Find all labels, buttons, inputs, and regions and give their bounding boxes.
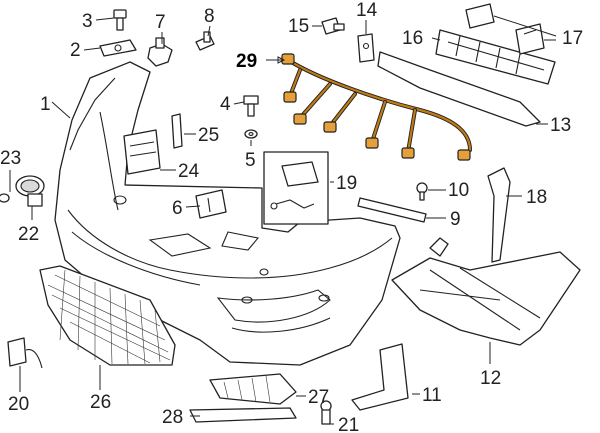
callout-24: 24 [178, 161, 200, 182]
callout-8: 8 [204, 6, 215, 27]
grille-trim-27 [209, 373, 297, 405]
callout-25: 25 [198, 125, 219, 146]
side-bracket-12 [391, 237, 581, 346]
screw-8 [195, 31, 215, 51]
callout-18: 18 [526, 187, 547, 208]
energy-absorber-16 [435, 29, 556, 85]
callout-10: 10 [448, 180, 469, 201]
control-module-24 [123, 129, 161, 175]
bracket-25 [171, 113, 183, 149]
callout-11: 11 [422, 385, 442, 406]
callout-19: 19 [336, 173, 357, 194]
callout-5: 5 [245, 150, 256, 171]
leader-lines [9, 15, 557, 425]
callout-6: 6 [172, 198, 183, 219]
washer-5 [244, 129, 258, 139]
callout-9: 9 [450, 209, 461, 230]
callout-26: 26 [90, 392, 111, 413]
bolt-3 [113, 9, 127, 31]
tow-hook-cover [7, 337, 43, 369]
impact-strip-13 [377, 51, 541, 127]
callout-labels: 1 2 3 4 5 6 7 8 9 10 11 12 13 14 15 16 1… [0, 0, 583, 433]
callout-17: 17 [562, 28, 583, 49]
bracket-18 [487, 167, 511, 263]
callout-22: 22 [18, 224, 39, 245]
clip-10 [416, 182, 428, 201]
callout-29: 29 [236, 51, 257, 72]
trim-strip-28 [189, 407, 297, 423]
bracket-2 [99, 39, 137, 57]
kit-box-19 [263, 151, 329, 225]
grille-mesh [47, 269, 171, 365]
bolt-4 [243, 95, 259, 117]
lower-grille [39, 265, 176, 366]
bracket-17-top [465, 3, 495, 29]
callout-2: 2 [70, 40, 81, 61]
wiring-harness-29 [281, 53, 472, 161]
callout-15: 15 [288, 16, 309, 37]
parking-sensor [0, 175, 45, 207]
callout-27: 27 [308, 387, 329, 408]
bracket-6 [195, 189, 227, 219]
clip-7 [147, 37, 173, 67]
callout-14: 14 [356, 0, 378, 21]
callout-21: 21 [338, 415, 359, 433]
callout-13: 13 [550, 115, 571, 136]
bracket-14 [357, 33, 375, 63]
bracket-11 [351, 343, 409, 411]
bracket-17-bottom [515, 23, 545, 55]
trim-strip-9 [357, 197, 427, 223]
callout-16: 16 [402, 28, 423, 49]
callout-28: 28 [162, 407, 183, 428]
callout-7: 7 [155, 12, 166, 33]
callout-3: 3 [82, 11, 93, 32]
callout-23: 23 [0, 148, 21, 169]
callout-20: 20 [8, 394, 29, 415]
callout-4: 4 [220, 94, 231, 115]
callout-1: 1 [40, 94, 51, 115]
bolt-15 [321, 17, 345, 35]
callout-12: 12 [480, 368, 501, 389]
